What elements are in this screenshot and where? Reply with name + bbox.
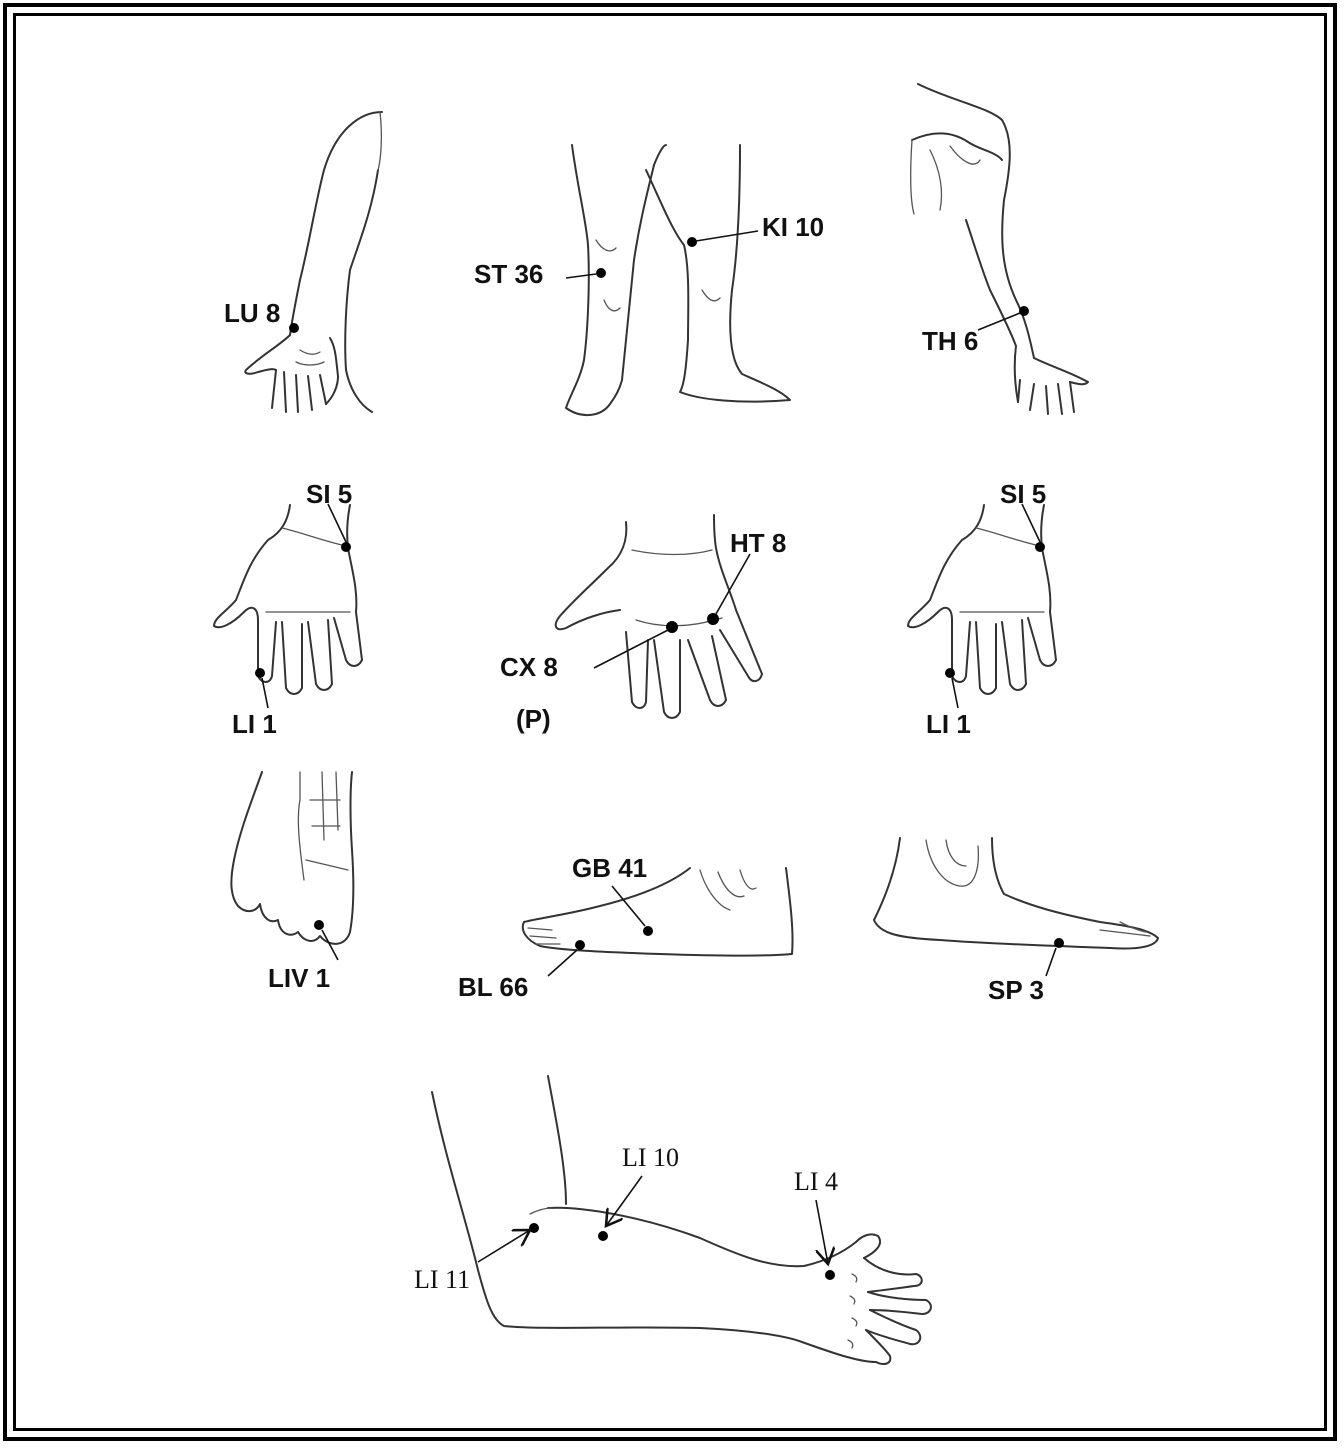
- li11-point: [529, 1223, 539, 1233]
- bl66-leader: [548, 950, 577, 976]
- liv1-label: LIV 1: [268, 963, 330, 993]
- ki10-leader: [696, 231, 758, 241]
- cx8-label: CX 8: [500, 652, 558, 682]
- li1-right-label: LI 1: [926, 709, 971, 739]
- li1-right-point: [945, 668, 955, 678]
- dorsal-hand-right-illustration: [908, 505, 1056, 694]
- li1-left-point: [255, 668, 265, 678]
- cx8-point: [666, 621, 678, 633]
- arm-palm-illustration: [245, 112, 382, 412]
- legs-illustration: [566, 145, 790, 415]
- ki10-point: [687, 237, 697, 247]
- foot-lateral-illustration: [523, 868, 793, 956]
- si5-right-label: SI 5: [1000, 479, 1046, 509]
- si5-left-point: [341, 542, 351, 552]
- li1-left-label: LI 1: [232, 709, 277, 739]
- liv1-leader: [322, 930, 338, 960]
- li4-arrow: [816, 1200, 828, 1264]
- si5-left-leader: [328, 504, 346, 542]
- ht8-label: HT 8: [730, 528, 786, 558]
- lu8-point: [289, 323, 299, 333]
- sp3-label: SP 3: [988, 975, 1044, 1005]
- dorsal-hand-left-illustration: [214, 505, 362, 694]
- gb41-label: GB 41: [572, 853, 647, 883]
- ht8-leader: [716, 554, 750, 614]
- forearm-hand-illustration: [432, 1076, 931, 1364]
- li11-arrow: [478, 1230, 530, 1262]
- st36-point: [596, 268, 606, 278]
- li10-point: [598, 1231, 608, 1241]
- th6-label: TH 6: [922, 326, 978, 356]
- st36-leader: [566, 274, 596, 278]
- bl66-label: BL 66: [458, 972, 528, 1002]
- liv1-point: [314, 920, 324, 930]
- ki10-label: KI 10: [762, 212, 824, 242]
- shoulder-arm-illustration: [911, 84, 1088, 414]
- si5-right-point: [1035, 542, 1045, 552]
- th6-leader: [978, 313, 1020, 330]
- lu8-label: LU 8: [224, 298, 280, 328]
- foot-top-illustration: [231, 772, 353, 944]
- sp3-leader: [1046, 948, 1056, 976]
- foot-medial-illustration: [874, 838, 1158, 949]
- ht8-point: [707, 613, 719, 625]
- si5-right-leader: [1022, 504, 1040, 542]
- th6-point: [1019, 306, 1029, 316]
- li11-label: LI 11: [414, 1265, 470, 1294]
- palm-view-note: (P): [516, 704, 551, 734]
- st36-label: ST 36: [474, 259, 543, 289]
- li4-label: LI 4: [794, 1167, 838, 1196]
- gb41-leader: [612, 886, 645, 926]
- si5-left-label: SI 5: [306, 479, 352, 509]
- gb41-point: [643, 926, 653, 936]
- li4-point: [825, 1270, 835, 1280]
- bl66-point: [575, 940, 585, 950]
- sp3-point: [1054, 938, 1064, 948]
- li10-label: LI 10: [622, 1143, 679, 1172]
